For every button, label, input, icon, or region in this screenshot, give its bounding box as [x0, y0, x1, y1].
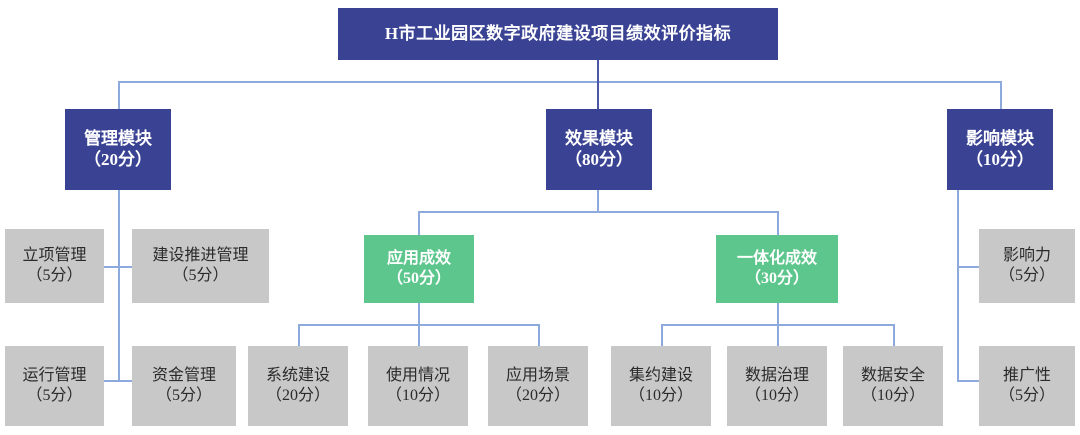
- leaf-funding-management-name: 资金管理: [151, 367, 216, 385]
- connector-drop-integration: [777, 211, 779, 235]
- connector-drop-effect: [597, 81, 599, 109]
- module-effect-score: （80分）: [565, 149, 633, 169]
- connector-effect-stem: [597, 190, 599, 212]
- leaf-construction-promotion-score: （5分）: [172, 267, 229, 284]
- leaf-system-build-name: 系统建设: [265, 367, 330, 385]
- connector-impact-branch-2: [957, 380, 979, 382]
- connector-drop-impact: [1000, 81, 1002, 109]
- leaf-funding-management-score: （5分）: [155, 387, 212, 404]
- leaf-system-build-score: （20分）: [265, 387, 330, 404]
- module-impact-score: （10分）: [966, 149, 1034, 169]
- leaf-construction-promotion-name: 建设推进管理: [152, 247, 249, 265]
- module-management-name: 管理模块: [84, 128, 152, 148]
- connector-integration-stem: [777, 303, 779, 325]
- leaf-node-operation-management[interactable]: 运行管理 （5分）: [5, 346, 104, 426]
- subgroup-integration-score: （30分）: [744, 270, 809, 287]
- leaf-operation-management-name: 运行管理: [22, 367, 87, 385]
- connector-drop-intensive-build: [661, 324, 663, 346]
- subgroup-integration-name: 一体化成效: [736, 250, 817, 268]
- connector-application-stem: [418, 303, 420, 325]
- connector-management-branch-1: [104, 266, 132, 268]
- leaf-usage-status-score: （10分）: [385, 387, 450, 404]
- leaf-operation-management-score: （5分）: [26, 387, 83, 404]
- leaf-usage-status-name: 使用情况: [385, 367, 450, 385]
- connector-effect-bus: [418, 211, 778, 213]
- subgroup-node-integration[interactable]: 一体化成效 （30分）: [716, 235, 838, 303]
- connector-drop-data-security: [893, 324, 895, 346]
- leaf-intensive-build-score: （10分）: [628, 387, 693, 404]
- module-node-management[interactable]: 管理模块 （20分）: [65, 109, 171, 190]
- module-management-score: （20分）: [84, 149, 152, 169]
- connector-drop-management: [118, 81, 120, 109]
- leaf-node-application-scenario[interactable]: 应用场景 （20分）: [488, 346, 588, 426]
- leaf-data-governance-name: 数据治理: [744, 367, 809, 385]
- leaf-influence-name: 影响力: [1002, 247, 1051, 265]
- root-node-label: H市工业园区数字政府建设项目绩效评价指标: [384, 23, 732, 43]
- leaf-node-usage-status[interactable]: 使用情况 （10分）: [368, 346, 468, 426]
- subgroup-application-score: （50分）: [386, 270, 451, 287]
- subgroup-node-application[interactable]: 应用成效 （50分）: [364, 235, 474, 303]
- connector-root-stem: [597, 60, 599, 82]
- leaf-node-construction-promotion[interactable]: 建设推进管理 （5分）: [132, 229, 269, 303]
- leaf-data-security-score: （10分）: [860, 387, 925, 404]
- leaf-node-funding-management[interactable]: 资金管理 （5分）: [132, 346, 236, 426]
- connector-drop-scenario: [538, 324, 540, 346]
- leaf-project-initiation-name: 立项管理: [22, 247, 87, 265]
- subgroup-application-name: 应用成效: [386, 250, 451, 268]
- connector-drop-data-governance: [777, 324, 779, 346]
- root-node-title[interactable]: H市工业园区数字政府建设项目绩效评价指标: [338, 8, 778, 60]
- leaf-node-data-security[interactable]: 数据安全 （10分）: [843, 346, 943, 426]
- leaf-intensive-build-name: 集约建设: [628, 367, 693, 385]
- leaf-data-security-name: 数据安全: [860, 367, 925, 385]
- connector-impact-spine: [957, 190, 959, 380]
- leaf-promotability-name: 推广性: [1002, 367, 1051, 385]
- module-node-impact[interactable]: 影响模块 （10分）: [947, 109, 1053, 190]
- module-node-effect[interactable]: 效果模块 （80分）: [546, 109, 652, 190]
- leaf-data-governance-score: （10分）: [744, 387, 809, 404]
- leaf-application-scenario-name: 应用场景: [505, 367, 570, 385]
- connector-drop-system-build: [298, 324, 300, 346]
- connector-management-branch-2: [104, 380, 132, 382]
- leaf-project-initiation-score: （5分）: [26, 267, 83, 284]
- leaf-node-promotability[interactable]: 推广性 （5分）: [979, 346, 1075, 426]
- leaf-node-intensive-build[interactable]: 集约建设 （10分）: [611, 346, 711, 426]
- connector-level1-bus: [118, 81, 1001, 83]
- module-effect-name: 效果模块: [565, 128, 633, 148]
- leaf-application-scenario-score: （20分）: [505, 387, 570, 404]
- module-impact-name: 影响模块: [966, 128, 1034, 148]
- leaf-node-data-governance[interactable]: 数据治理 （10分）: [727, 346, 827, 426]
- connector-drop-usage: [418, 324, 420, 346]
- leaf-promotability-score: （5分）: [998, 387, 1055, 404]
- connector-drop-application: [418, 211, 420, 235]
- leaf-influence-score: （5分）: [998, 267, 1055, 284]
- connector-impact-branch-1: [957, 266, 979, 268]
- leaf-node-system-build[interactable]: 系统建设 （20分）: [248, 346, 348, 426]
- leaf-node-project-initiation[interactable]: 立项管理 （5分）: [5, 229, 104, 303]
- leaf-node-influence[interactable]: 影响力 （5分）: [979, 229, 1075, 303]
- connector-management-spine: [118, 190, 120, 380]
